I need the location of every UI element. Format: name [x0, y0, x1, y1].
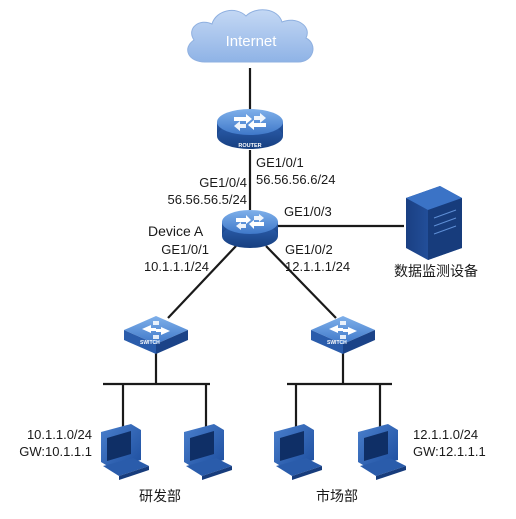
device-a — [222, 210, 278, 248]
switch-right-arrows-icon — [329, 321, 357, 339]
device-a-monitor-port: GE1/0/3 — [284, 204, 332, 219]
device-a-mkt-ip: 12.1.1.1/24 — [285, 259, 350, 274]
device-a-uplink-ip: 56.56.56.5/24 — [167, 192, 247, 207]
switch-right-badge: SWITCH — [327, 340, 347, 346]
router: ROUTER — [217, 109, 283, 149]
device-a-rd-ip: 10.1.1.1/24 — [144, 259, 209, 274]
device-a-uplink-port: GE1/0/4 — [199, 175, 247, 190]
monitor-server: 数据监测设备 — [394, 186, 478, 279]
device-a-rd-port: GE1/0/1 — [161, 242, 209, 257]
link-device-a-switch-left — [167, 245, 237, 319]
pc-rd-2 — [184, 424, 232, 480]
rd-dept-label: 研发部 — [139, 488, 181, 504]
device-a-mkt-port: GE1/0/2 — [285, 242, 333, 257]
links — [154, 68, 404, 384]
mkt-dept-label: 市场部 — [316, 488, 358, 504]
router-ip-label: 56.56.56.6/24 — [256, 172, 336, 187]
lan-buses — [103, 382, 392, 428]
computer-icon — [274, 424, 322, 480]
switch-left-arrows-icon — [142, 321, 170, 339]
device-a-label: Device A — [148, 223, 204, 239]
pc-mkt-1 — [274, 424, 322, 480]
rd-gateway: GW:10.1.1.1 — [19, 444, 92, 459]
switch-left-badge: SWITCH — [140, 340, 160, 346]
rd-subnet: 10.1.1.0/24 — [27, 427, 92, 442]
labels: GE1/0/1 56.56.56.6/24 GE1/0/4 56.56.56.5… — [19, 155, 486, 504]
computer-icon — [358, 424, 406, 480]
internet-cloud: Internet — [187, 9, 314, 63]
link-device-a-switch-right — [265, 245, 337, 319]
device-a-arrows-icon — [236, 214, 264, 230]
mkt-subnet: 12.1.1.0/24 — [413, 427, 478, 442]
mkt-gateway: GW:12.1.1.1 — [413, 444, 486, 459]
router-port-label: GE1/0/1 — [256, 155, 304, 170]
switch-left: SWITCH — [124, 316, 188, 354]
internet-label: Internet — [226, 33, 278, 50]
computer-icon — [184, 424, 232, 480]
pc-mkt-2 — [358, 424, 406, 480]
cloud-icon — [187, 9, 314, 63]
monitor-server-label: 数据监测设备 — [394, 263, 478, 279]
router-badge: ROUTER — [238, 143, 261, 149]
switch-right: SWITCH — [311, 316, 375, 354]
router-arrows-icon — [234, 113, 266, 131]
pc-rd-1 — [101, 424, 149, 480]
computer-icon — [101, 424, 149, 480]
